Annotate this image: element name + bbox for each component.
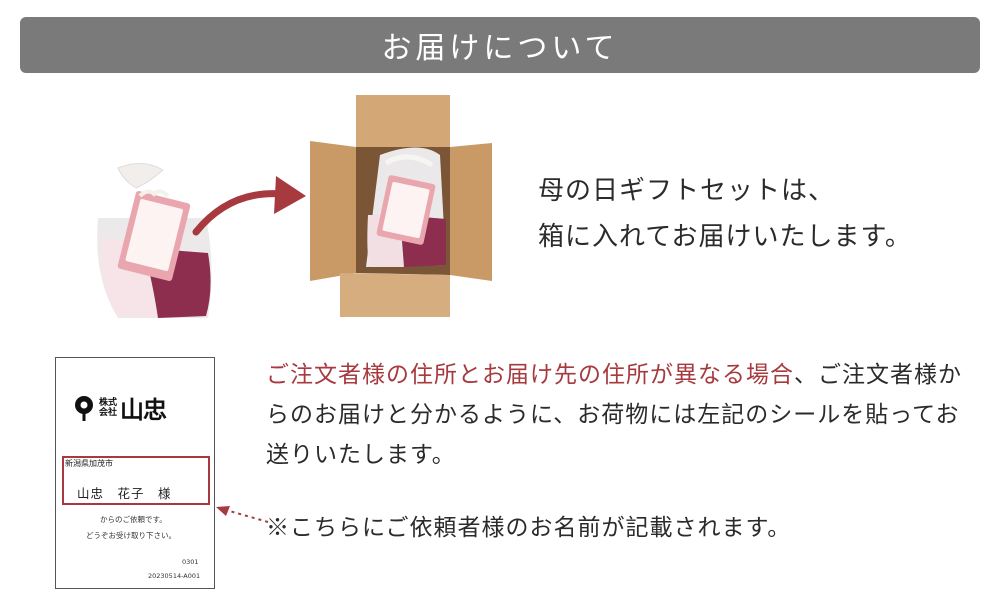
arrow-right-icon [192,176,306,236]
sender-label-sample: 株式 会社 山忠 新潟県加茂市 山忠 花子 様 からのご依頼です。 どうぞお受け… [55,357,215,589]
sender-name-frame [62,456,210,505]
company-type: 株式 会社 [99,397,118,418]
cardboard-box-image [310,95,492,317]
sender-name: 山忠 花子 様 [77,486,172,501]
label-code-1: 0301 [182,558,199,566]
gift-box-message-line-1: 母の日ギフトセットは、 [538,176,836,206]
address-notice: ご注文者様の住所とお届け先の住所が異なる場合、ご注文者様からのお届けと分かるよう… [266,355,966,475]
banner-title: お届けについて [381,31,619,66]
section-banner: お届けについて [20,17,980,73]
footnote: ※こちらにご依頼者様のお名前が記載されます。 [266,515,792,541]
address-notice-text: 、ご注文者様からのお届けと分かるように、お荷物には左記のシールを貼ってお送りいた… [266,362,962,468]
pointer-arrow-icon [216,506,269,523]
company-logo: 株式 会社 山忠 [73,390,167,425]
gift-box-message-line-2: 箱に入れてお届けいたします。 [538,222,912,252]
label-note-2: どうぞお受け取り下さい。 [86,531,176,540]
label-code-2: 20230514-A001 [148,572,201,580]
sender-address: 新潟県加茂市 [65,459,113,468]
gift-pouch-image [97,163,212,318]
gift-box-message: 母の日ギフトセットは、 箱に入れてお届けいたします。 [538,168,912,260]
company-mark-icon [75,395,93,421]
address-notice-highlight: ご注文者様の住所とお届け先の住所が異なる場合 [266,362,794,388]
label-note-1: からのご依頼です。 [100,515,167,524]
company-name: 山忠 [120,396,167,424]
